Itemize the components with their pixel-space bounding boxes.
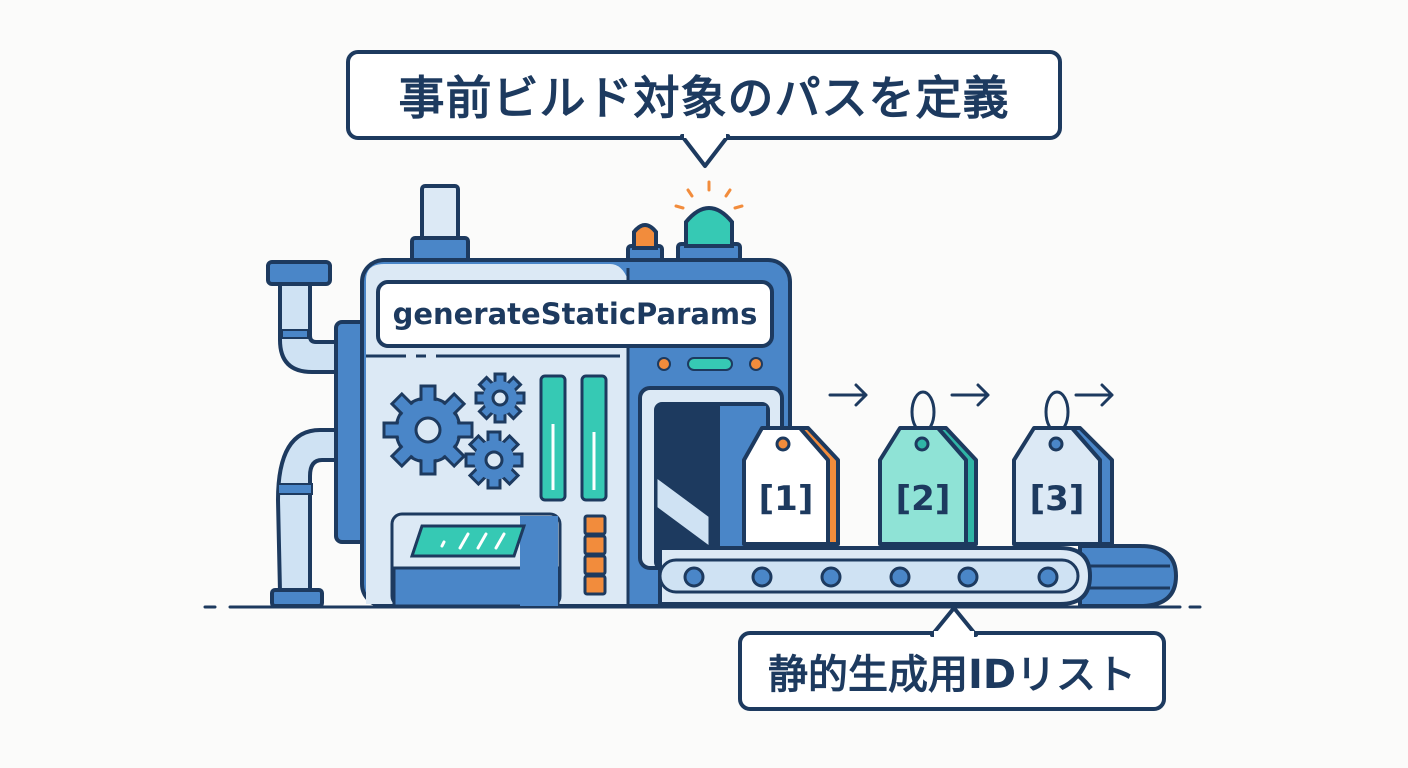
control-console (390, 512, 562, 608)
bottom-callout: 静的生成用IDリスト (738, 631, 1166, 711)
gear-icon (382, 372, 526, 490)
machine-label-plate: generateStaticParams (376, 280, 774, 348)
tag-1-label: [1] (759, 479, 814, 519)
bottom-callout-tail (930, 606, 978, 637)
top-callout: 事前ビルド対象のパスを定義 (346, 50, 1062, 140)
status-lights (657, 357, 763, 371)
tag-2-label: [2] (896, 479, 951, 519)
pipes (266, 260, 347, 608)
top-callout-tail (680, 134, 730, 168)
tag-2: [2] (878, 390, 978, 546)
warning-lights (626, 180, 744, 264)
orange-indicator-bars (583, 514, 607, 596)
machine-label: generateStaticParams (393, 297, 758, 331)
tag-3-label: [3] (1030, 479, 1085, 519)
tag-1: [1] (742, 426, 840, 546)
conveyor-belt (658, 544, 1179, 608)
arrow-icon (828, 383, 1114, 407)
level-gauges (539, 374, 608, 502)
top-callout-text: 事前ビルド対象のパスを定義 (398, 71, 1010, 125)
tag-3: [3] (1012, 390, 1114, 546)
bottom-callout-text: 静的生成用IDリスト (767, 652, 1137, 698)
chimney (410, 184, 470, 264)
